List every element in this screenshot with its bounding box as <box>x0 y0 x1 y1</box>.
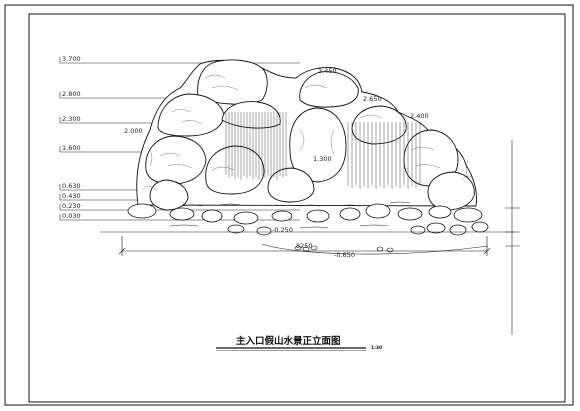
level-label-2: 2.800 <box>62 90 81 98</box>
level-labels-left: 3.700 2.800 2.300 1.600 0.630 0.430 0.23… <box>62 55 81 220</box>
rock-level-4: 2.000 <box>124 127 143 135</box>
rock-level-5: 1.300 <box>313 155 332 163</box>
rockery <box>136 59 477 211</box>
level-label-6: 0.430 <box>62 192 81 200</box>
outer-frame <box>4 4 574 406</box>
drawing-scale: 1:30 <box>371 345 382 351</box>
rock-center-low <box>267 167 315 203</box>
overall-dimension-label: 8250 <box>296 242 313 250</box>
level-label-1: 3.700 <box>62 55 81 63</box>
level-label-5: 0.630 <box>62 182 81 190</box>
rock-texture <box>141 74 475 191</box>
rock-top-right <box>299 71 359 108</box>
rock-level-3: 2.400 <box>410 112 429 120</box>
drawing-title: 主入口假山水景正立面图 <box>236 335 341 347</box>
rock-level-2: 2.650 <box>363 95 382 103</box>
rock-level-1: 3.450 <box>318 67 337 75</box>
level-labels-rocks: 3.450 2.650 2.400 2.000 1.300 <box>124 67 429 163</box>
water-level-2: -0.650 <box>334 251 355 259</box>
rock-upper-mid <box>221 101 281 129</box>
level-label-3: 2.300 <box>62 115 81 123</box>
rock-right-low <box>427 171 475 211</box>
level-label-8: 0.030 <box>62 212 81 220</box>
overall-dimension <box>118 236 491 256</box>
rock-mid-left <box>145 135 207 185</box>
water-level-1: -0.250 <box>272 226 293 234</box>
level-label-4: 1.600 <box>62 144 81 152</box>
water-level-labels: -0.250 -0.650 <box>272 226 355 259</box>
level-label-7: 0.230 <box>62 202 81 210</box>
base-stones <box>127 203 489 236</box>
rock-right-mid <box>403 129 459 187</box>
inner-frame <box>28 13 566 403</box>
rock-left-low <box>149 179 189 211</box>
water-pool <box>100 140 520 335</box>
waterfalls <box>225 112 421 189</box>
